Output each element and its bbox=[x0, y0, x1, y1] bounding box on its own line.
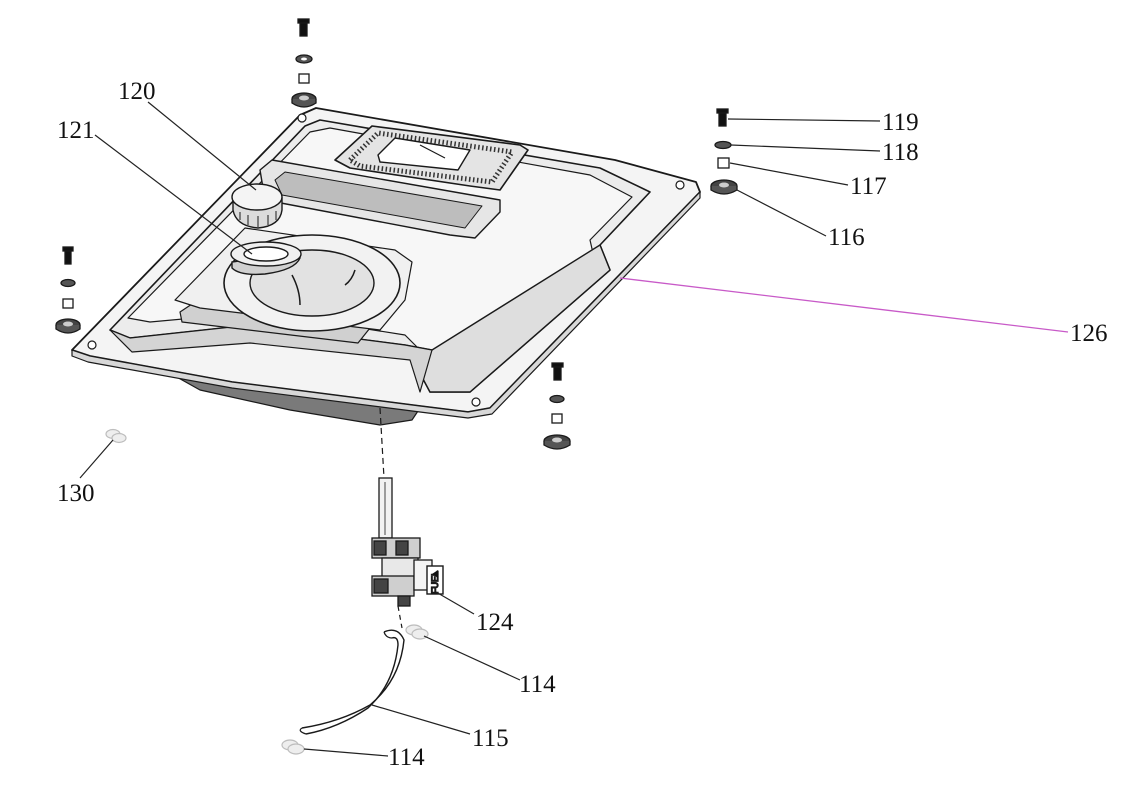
label-130: 130 bbox=[57, 480, 95, 507]
bolt-icon bbox=[553, 365, 562, 381]
leader-130 bbox=[79, 439, 114, 479]
leader-119 bbox=[727, 118, 881, 122]
label-116: 116 bbox=[828, 224, 865, 251]
washer-icon bbox=[60, 278, 76, 288]
bushing-icon bbox=[298, 73, 310, 84]
leader-118 bbox=[730, 144, 881, 152]
leader-120 bbox=[147, 101, 257, 191]
leader-114-upper bbox=[423, 635, 521, 681]
filler-neck-mark bbox=[291, 274, 301, 306]
washer-icon bbox=[714, 140, 732, 150]
label-114-lower: 114 bbox=[388, 744, 425, 771]
label-120: 120 bbox=[118, 78, 156, 105]
bolt-icon bbox=[299, 21, 308, 37]
leader-114-lower bbox=[303, 748, 389, 757]
bushing-icon bbox=[717, 157, 730, 169]
leader-115 bbox=[371, 704, 471, 735]
part-130-clip bbox=[105, 428, 127, 444]
label-121: 121 bbox=[57, 117, 95, 144]
tank-flange-edge bbox=[71, 191, 701, 419]
hardware-stack-right bbox=[710, 108, 738, 195]
bolt-icon bbox=[718, 111, 727, 127]
part-labels: 119 118 117 116 120 121 126 130 124 114 … bbox=[57, 78, 1108, 771]
label-115: 115 bbox=[472, 725, 509, 752]
label-126: 126 bbox=[1070, 320, 1108, 347]
bushing-icon bbox=[62, 298, 74, 309]
fuel-gauge-hatch bbox=[347, 130, 515, 185]
hardware-stack-bottom bbox=[543, 362, 571, 450]
fuel-lever bbox=[426, 565, 444, 595]
fuel-gauge-window bbox=[377, 137, 471, 171]
assembly-centerline bbox=[379, 407, 385, 479]
valve-filter-tube bbox=[378, 477, 393, 539]
leader-126 bbox=[619, 277, 1069, 333]
label-119: 119 bbox=[882, 109, 919, 136]
bolt-icon bbox=[64, 249, 72, 265]
part-115-fuel-hose bbox=[299, 629, 405, 735]
fuel-marking: FUEL bbox=[430, 571, 440, 594]
assembly-centerline-lower bbox=[397, 605, 403, 629]
leader-116 bbox=[736, 189, 827, 237]
label-118: 118 bbox=[882, 139, 919, 166]
fuel-tank bbox=[71, 107, 701, 426]
hardware-stack-top bbox=[291, 18, 317, 108]
mount-hole-bottom bbox=[471, 397, 481, 407]
part-124-fuel-valve: FUEL bbox=[371, 477, 444, 607]
leader-121 bbox=[94, 134, 253, 255]
washer-icon bbox=[549, 394, 565, 404]
mount-hole-right bbox=[675, 180, 685, 190]
part-120-cap bbox=[231, 183, 283, 229]
label-114-upper: 114 bbox=[519, 671, 556, 698]
leader-lines bbox=[79, 101, 881, 757]
label-124: 124 bbox=[476, 609, 514, 636]
bushing-icon bbox=[551, 413, 563, 424]
leader-124 bbox=[435, 591, 475, 615]
part-121-strainer bbox=[230, 241, 302, 276]
fuel-gauge-needle bbox=[419, 144, 446, 159]
filler-neck-mark-2 bbox=[344, 269, 356, 286]
mount-hole-left bbox=[87, 340, 97, 350]
mount-hole-top bbox=[297, 113, 307, 123]
label-117: 117 bbox=[850, 173, 887, 200]
part-114-clamp-lower bbox=[281, 739, 305, 755]
hardware-stack-left bbox=[55, 246, 81, 334]
leader-117 bbox=[729, 162, 849, 186]
